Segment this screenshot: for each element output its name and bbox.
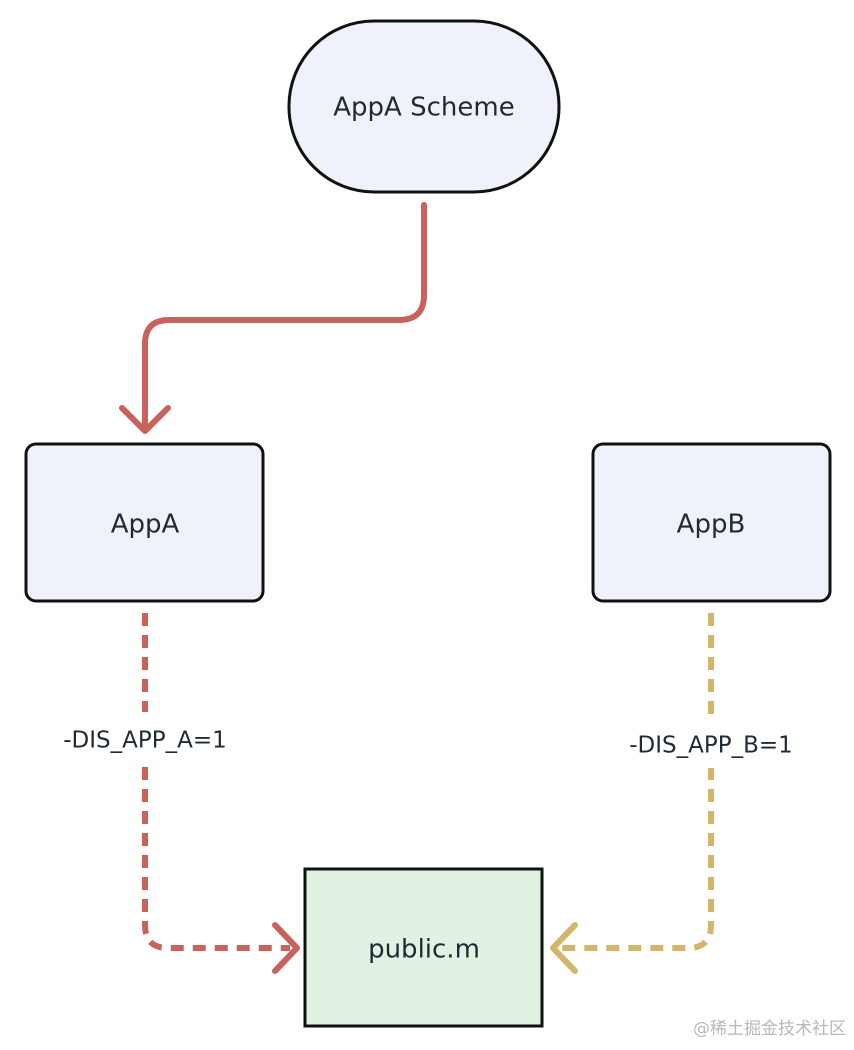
appb-node[interactable]	[591, 442, 832, 603]
appb-node-label: AppB	[677, 510, 746, 540]
appb-to-public-arrowhead	[550, 922, 578, 974]
watermark: @稀土掘金技术社区	[693, 1019, 846, 1039]
appb-to-public-edge	[558, 613, 714, 951]
appa-node[interactable]	[24, 442, 265, 603]
appa-to-public-arrowhead	[272, 922, 300, 974]
appa-to-public-edge	[142, 613, 290, 951]
appa-edge-label: -DIS_APP_A=1	[63, 728, 227, 754]
scheme-to-appa-edge	[142, 202, 427, 433]
appa-edge-label-bg	[40, 712, 248, 762]
public-node[interactable]	[303, 867, 544, 1028]
scheme-to-appa-arrowhead	[119, 405, 171, 434]
appb-edge-label: -DIS_APP_B=1	[629, 733, 793, 759]
scheme-node[interactable]	[287, 19, 561, 194]
appa-node-label: AppA	[111, 510, 180, 540]
appb-edge-label-bg	[608, 718, 814, 768]
scheme-node-label: AppA Scheme	[333, 93, 514, 123]
public-node-label: public.m	[368, 935, 480, 965]
